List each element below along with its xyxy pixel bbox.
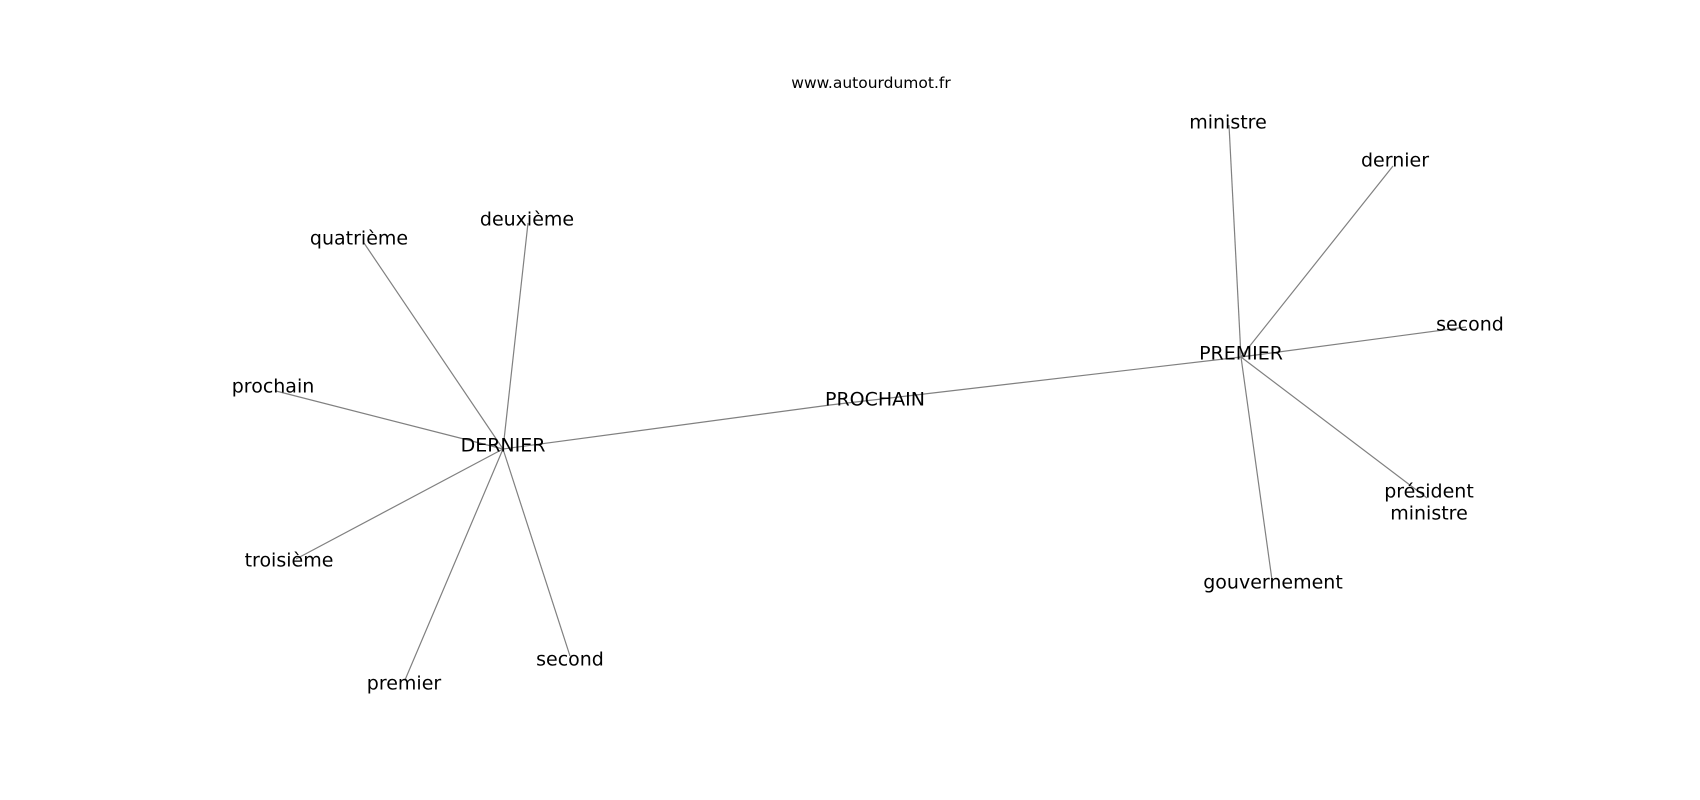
node-dernier_leaf: dernier <box>1361 150 1429 172</box>
node-second_left: second <box>536 649 604 671</box>
node-label-line: ministre <box>1390 503 1468 525</box>
graph-nodes: PROCHAIN DERNIER PREMIER quatrième deuxième p… <box>232 112 1504 695</box>
node-label-line: deuxième <box>480 209 574 231</box>
site-url-label: www.autourdumot.fr <box>791 74 951 92</box>
edge-dernier_hub-quatrieme <box>363 242 504 450</box>
node-label-line: premier <box>367 673 442 695</box>
node-dernier_hub: DERNIER <box>461 435 546 457</box>
edge-premier_hub-second_right <box>1240 326 1467 358</box>
edge-dernier_hub-troisieme <box>295 448 504 560</box>
node-troisieme: troisième <box>245 550 334 572</box>
node-label-line: ministre <box>1189 112 1267 134</box>
edge-premier_hub-dernier_leaf <box>1240 165 1394 358</box>
node-label-line: PREMIER <box>1199 343 1283 365</box>
edge-premier_hub-ministre <box>1228 124 1242 358</box>
node-second_right: second <box>1436 314 1504 336</box>
edge-dernier_hub-second_left <box>502 448 571 657</box>
node-label-line: DERNIER <box>461 435 546 457</box>
node-prochain_center: PROCHAIN <box>825 389 925 411</box>
node-prochain: prochain <box>232 376 315 398</box>
node-label-line: troisième <box>245 550 334 572</box>
node-premier_leaf: premier <box>367 673 442 695</box>
node-label-line: PROCHAIN <box>825 389 925 411</box>
node-label-line: gouvernement <box>1203 572 1343 594</box>
edge-dernier_hub-premier_leaf <box>404 448 504 681</box>
node-quatrieme: quatrième <box>310 228 408 250</box>
node-deuxieme: deuxième <box>480 209 574 231</box>
node-label-line: second <box>1436 314 1504 336</box>
node-premier_hub: PREMIER <box>1199 343 1283 365</box>
edge-dernier_hub-prochain_center <box>502 404 831 450</box>
node-label-line: prochain <box>232 376 315 398</box>
edge-premier_hub-gouvernement <box>1240 356 1273 581</box>
node-label-line: président <box>1384 481 1474 503</box>
edge-prochain_center-premier_hub <box>829 356 1242 406</box>
node-label-line: dernier <box>1361 150 1429 172</box>
edge-dernier_hub-prochain <box>275 390 504 450</box>
node-label-line: quatrième <box>310 228 408 250</box>
node-gouvernement: gouvernement <box>1203 572 1343 594</box>
graph-edges <box>275 124 1467 681</box>
node-label-line: second <box>536 649 604 671</box>
edge-dernier_hub-deuxieme <box>502 222 529 450</box>
edge-premier_hub-president_ministre <box>1240 356 1428 499</box>
node-ministre: ministre <box>1189 112 1267 134</box>
